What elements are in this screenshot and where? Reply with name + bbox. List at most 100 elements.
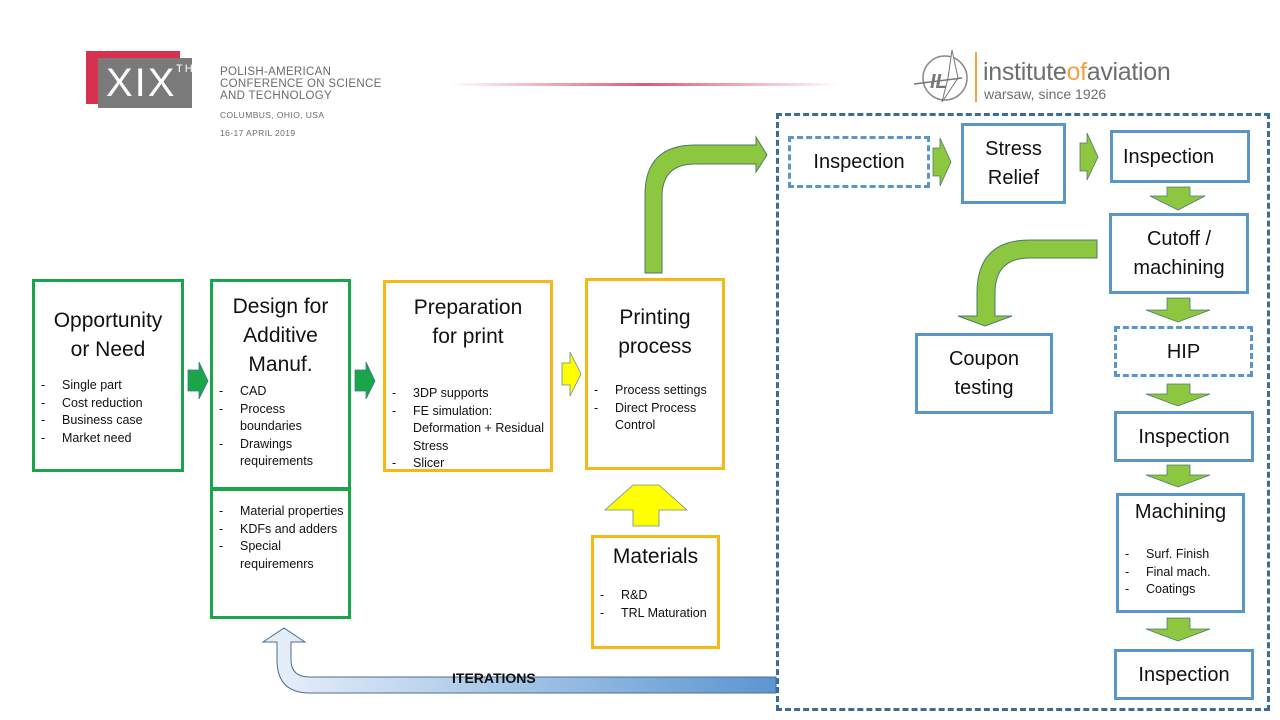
inspection-label: Inspection bbox=[1138, 664, 1230, 686]
materials-box: Materials R&D TRL Maturation bbox=[591, 535, 720, 649]
opportunity-box: Opportunity or Need Single part Cost red… bbox=[32, 279, 184, 472]
list-item: Single part bbox=[35, 377, 181, 395]
printing-title: Printing process bbox=[588, 303, 722, 361]
title-line: Opportunity bbox=[53, 309, 163, 332]
institute-name-part: aviation bbox=[1086, 58, 1171, 86]
coupon-testing-box: Coupon testing bbox=[915, 333, 1053, 414]
materials-title: Materials bbox=[612, 545, 699, 568]
institute-name: instituteofaviation bbox=[983, 58, 1171, 87]
title-line: Printing bbox=[619, 306, 691, 329]
list-item: Market need bbox=[35, 430, 181, 448]
list-item: Surf. Finish bbox=[1119, 546, 1242, 564]
list-item: Material properties bbox=[213, 503, 348, 521]
preparation-title: Preparation for print bbox=[386, 293, 550, 351]
list-item: Process boundaries bbox=[213, 401, 348, 436]
design-box: Design for Additive Manuf. CAD Process b… bbox=[210, 279, 351, 490]
conference-location: COLUMBUS, OHIO, USA bbox=[220, 110, 325, 120]
cutoff-box: Cutoff / machining bbox=[1109, 213, 1249, 294]
arrow-inspection-to-stress-relief bbox=[932, 137, 952, 187]
label-line: Coupon bbox=[948, 348, 1020, 370]
printing-box: Printing process Process settings Direct… bbox=[585, 278, 725, 470]
preparation-list: 3DP supports FE simulation: Deformation … bbox=[386, 385, 550, 473]
list-item: Final mach. bbox=[1119, 564, 1242, 582]
stress-relief-label: Stress Relief bbox=[964, 135, 1063, 193]
label-line: Relief bbox=[987, 167, 1040, 189]
conference-title-line: AND TECHNOLOGY bbox=[220, 90, 332, 102]
label-line: Cutoff / bbox=[1146, 228, 1212, 250]
post-processing-region bbox=[776, 113, 1270, 711]
title-line: for print bbox=[432, 325, 504, 348]
label-line: Stress bbox=[985, 138, 1042, 160]
printing-list: Process settings Direct Process Control bbox=[588, 382, 722, 435]
list-item: CAD bbox=[213, 383, 348, 401]
coupon-testing-label: Coupon testing bbox=[918, 345, 1050, 403]
inspection-box-1: Inspection bbox=[788, 136, 930, 188]
list-item: R&D bbox=[594, 587, 717, 605]
arrow-materials-to-printing bbox=[603, 484, 689, 527]
stress-relief-box: Stress Relief bbox=[961, 123, 1066, 204]
design-list: CAD Process boundaries Drawings requirem… bbox=[213, 383, 348, 471]
decorative-divider bbox=[450, 83, 840, 86]
hip-label: HIP bbox=[1166, 341, 1201, 363]
conference-title: POLISH-AMERICAN CONFERENCE ON SCIENCE AN… bbox=[220, 66, 382, 102]
list-item: KDFs and adders bbox=[213, 521, 348, 539]
inspection-box-4: Inspection bbox=[1114, 649, 1254, 700]
inspection-box-2: Inspection bbox=[1110, 130, 1250, 183]
label-line: testing bbox=[954, 377, 1014, 399]
title-line: Preparation bbox=[413, 296, 523, 319]
iterations-label: ITERATIONS bbox=[452, 670, 536, 686]
inspection-label: Inspection bbox=[1123, 146, 1215, 168]
list-item: Process settings bbox=[588, 382, 722, 400]
institute-logo-divider bbox=[975, 52, 977, 102]
machining-title: Machining bbox=[1134, 501, 1227, 523]
arrow-cutoff-to-coupon bbox=[957, 239, 1098, 327]
inspection-label: Inspection bbox=[1138, 426, 1230, 448]
arrow-inspection-to-cutoff bbox=[1149, 186, 1206, 211]
materials-list: R&D TRL Maturation bbox=[594, 587, 717, 622]
list-item: Coatings bbox=[1119, 581, 1242, 599]
title-line: process bbox=[618, 335, 692, 358]
design-materials-list: Material properties KDFs and adders Spec… bbox=[213, 503, 348, 573]
list-item: 3DP supports bbox=[386, 385, 550, 403]
opportunity-title: Opportunity or Need bbox=[35, 306, 181, 364]
machining-list: Surf. Finish Final mach. Coatings bbox=[1119, 546, 1242, 599]
institute-name-part: of bbox=[1066, 58, 1087, 86]
arrow-machining-to-inspection bbox=[1145, 617, 1211, 642]
conference-title-line: CONFERENCE ON SCIENCE bbox=[220, 78, 382, 90]
label-line: machining bbox=[1133, 257, 1225, 279]
conference-dates: 16-17 APRIL 2019 bbox=[220, 128, 296, 138]
title-line: Additive bbox=[243, 324, 318, 347]
inspection-label: Inspection bbox=[813, 151, 905, 173]
list-item: Special requiremenrs bbox=[213, 538, 348, 573]
preparation-box: Preparation for print 3DP supports FE si… bbox=[383, 280, 553, 472]
list-item: Direct Process Control bbox=[588, 400, 722, 435]
institute-tagline: warsaw, since 1926 bbox=[984, 86, 1107, 102]
conference-badge-suffix: TH bbox=[176, 63, 195, 75]
arrow-hip-to-inspection bbox=[1145, 383, 1211, 407]
iterations-arrow bbox=[261, 627, 777, 694]
arrow-inspection-to-machining bbox=[1145, 464, 1211, 488]
svg-text:IL: IL bbox=[930, 71, 948, 93]
institute-name-part: institute bbox=[983, 58, 1067, 86]
list-item: FE simulation: Deformation + Residual St… bbox=[386, 403, 550, 456]
hip-box: HIP bbox=[1114, 326, 1253, 377]
arrow-cutoff-to-hip bbox=[1145, 297, 1211, 323]
cutoff-label: Cutoff / machining bbox=[1112, 225, 1246, 283]
arrow-opportunity-to-design bbox=[187, 361, 209, 400]
list-item: Cost reduction bbox=[35, 395, 181, 413]
arrow-design-to-preparation bbox=[354, 361, 376, 400]
arrow-preparation-to-printing bbox=[561, 351, 582, 397]
machining-box: Machining Surf. Finish Final mach. Coati… bbox=[1116, 493, 1245, 613]
list-item: Slicer bbox=[386, 455, 550, 473]
inspection-box-3: Inspection bbox=[1114, 411, 1254, 462]
institute-emblem-icon: IL bbox=[913, 49, 968, 103]
list-item: Business case bbox=[35, 412, 181, 430]
conference-logo: XIX TH bbox=[98, 58, 193, 108]
design-title: Design for Additive Manuf. bbox=[213, 292, 348, 379]
opportunity-list: Single part Cost reduction Business case… bbox=[35, 377, 181, 447]
title-line: Manuf. bbox=[248, 353, 313, 376]
arrow-stress-relief-to-inspection bbox=[1079, 132, 1099, 181]
title-line: Design for bbox=[232, 295, 329, 318]
list-item: TRL Maturation bbox=[594, 605, 717, 623]
